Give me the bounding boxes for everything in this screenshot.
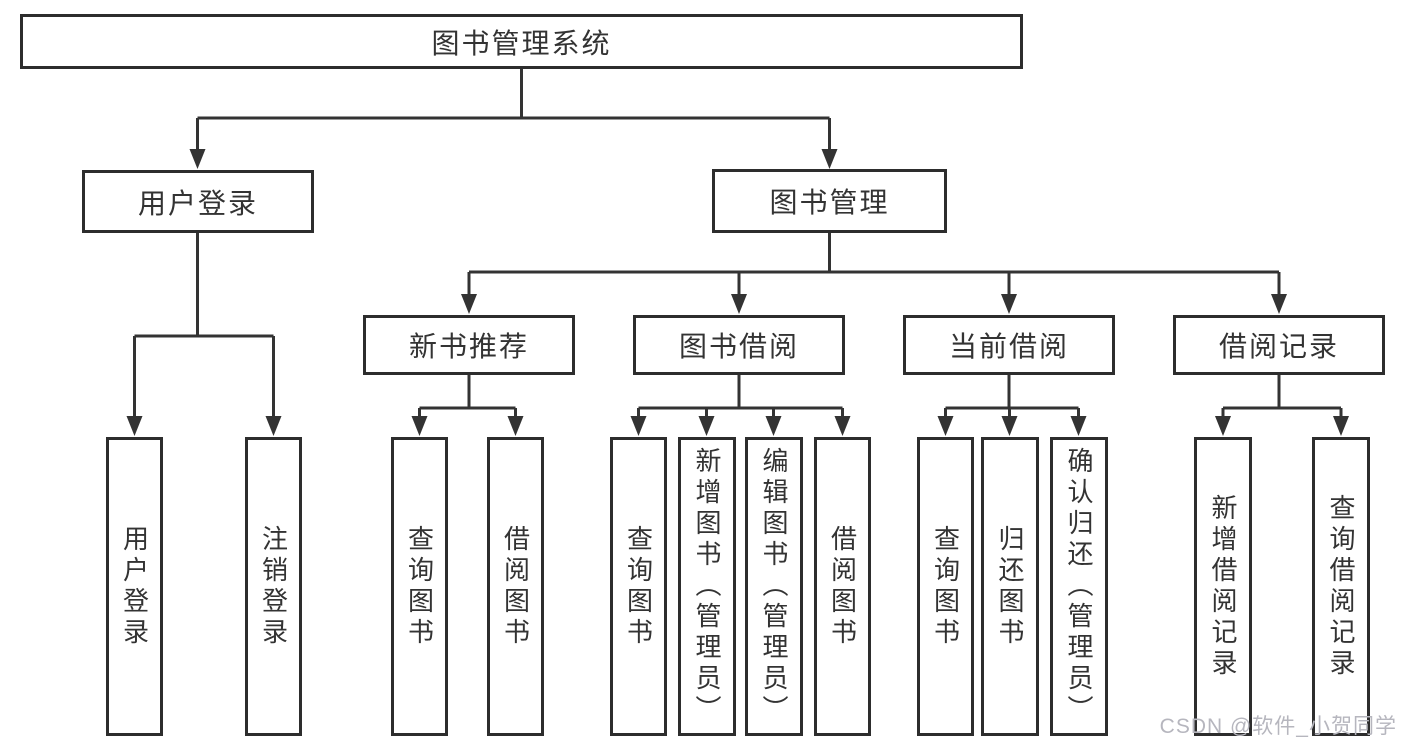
node-label: 借阅记录 xyxy=(1218,331,1339,362)
connector-records-to-leaves xyxy=(1221,375,1343,420)
node-label: 当前借阅 xyxy=(948,331,1069,362)
node-label: 图书管理 xyxy=(769,187,890,218)
connector-userlogin-to-leaves xyxy=(133,233,275,420)
connector-root-to-level2 xyxy=(196,69,831,152)
node-label: 确认归还（管理员） xyxy=(1064,447,1094,726)
arrowhead xyxy=(765,416,782,436)
leaf-query-books: 查询图书 xyxy=(917,437,974,736)
arrowhead xyxy=(461,294,477,314)
csdn-watermark: CSDN @软件_小贺同学 xyxy=(1159,715,1397,738)
arrowhead xyxy=(1333,416,1349,436)
connector-current-to-leaves xyxy=(944,375,1080,420)
leaf-edit-books-admin: 编辑图书（管理员） xyxy=(745,437,803,736)
leaf-user-login: 用户登录 xyxy=(106,437,163,736)
node-library-management-system: 图书管理系统 xyxy=(20,14,1023,69)
node-label: 新书推荐 xyxy=(408,331,529,362)
arrowhead xyxy=(834,416,851,436)
arrowhead xyxy=(1215,416,1231,436)
node-label: 归还图书 xyxy=(995,524,1025,649)
node-label: 图书借阅 xyxy=(678,331,799,362)
leaf-borrow-books: 借阅图书 xyxy=(814,437,871,736)
arrowhead xyxy=(698,416,715,436)
node-current-borrowing: 当前借阅 xyxy=(903,315,1115,375)
node-label: 编辑图书（管理员） xyxy=(759,447,789,726)
leaf-add-borrow-record: 新增借阅记录 xyxy=(1194,437,1252,736)
leaf-confirm-return-admin: 确认归还（管理员） xyxy=(1050,437,1108,736)
node-label: 借阅图书 xyxy=(827,524,858,649)
arrowheads xyxy=(126,149,1349,436)
node-label: 查询图书 xyxy=(623,524,654,649)
arrowhead xyxy=(821,149,838,169)
node-borrowing-records: 借阅记录 xyxy=(1173,315,1385,375)
node-label: 新增图书（管理员） xyxy=(692,447,722,726)
node-label: 用户登录 xyxy=(119,524,150,649)
node-label: 图书管理系统 xyxy=(431,27,612,59)
node-label: 新增借阅记录 xyxy=(1208,493,1238,680)
leaf-query-books: 查询图书 xyxy=(610,437,667,736)
arrowhead xyxy=(1070,416,1087,436)
connector-bookmgmt-to-level3 xyxy=(467,233,1281,298)
node-label: 用户登录 xyxy=(137,187,258,219)
leaf-borrow-books: 借阅图书 xyxy=(487,437,544,736)
arrowhead xyxy=(126,416,143,436)
arrowhead xyxy=(265,416,282,436)
arrowhead xyxy=(507,416,524,436)
node-book-management: 图书管理 xyxy=(712,169,947,233)
node-book-borrowing: 图书借阅 xyxy=(633,315,845,375)
node-label: 查询图书 xyxy=(930,524,961,649)
leaf-logout: 注销登录 xyxy=(245,437,302,736)
arrowhead xyxy=(1271,294,1287,314)
arrowhead xyxy=(411,416,428,436)
node-label: 查询图书 xyxy=(404,524,435,649)
leaf-add-books-admin: 新增图书（管理员） xyxy=(678,437,736,736)
connector-newbook-to-leaves xyxy=(418,375,517,420)
leaf-query-borrow-record: 查询借阅记录 xyxy=(1312,437,1370,736)
node-label: 查询借阅记录 xyxy=(1326,493,1356,680)
arrowhead xyxy=(630,416,647,436)
node-label: 借阅图书 xyxy=(500,524,531,649)
node-user-login: 用户登录 xyxy=(82,170,314,233)
arrowhead xyxy=(731,294,747,314)
node-label: 注销登录 xyxy=(258,524,289,649)
arrowhead xyxy=(937,416,954,436)
arrowhead xyxy=(189,149,206,169)
connector-borrowing-to-leaves xyxy=(637,375,844,420)
leaf-query-books: 查询图书 xyxy=(391,437,448,736)
arrowhead xyxy=(1001,416,1018,436)
leaf-return-books: 归还图书 xyxy=(981,437,1039,736)
arrowhead xyxy=(1001,294,1017,314)
node-new-book-recommendation: 新书推荐 xyxy=(363,315,575,375)
